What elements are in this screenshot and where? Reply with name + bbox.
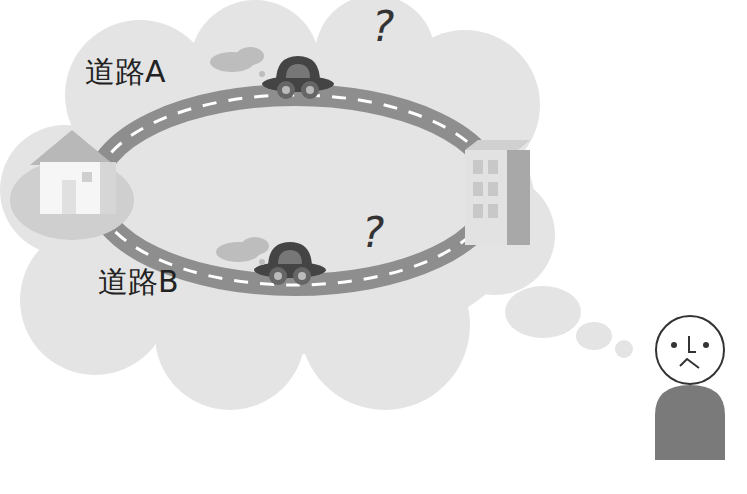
thought-bubble [576,322,612,350]
road [95,95,495,285]
question-mark: ? [372,6,394,48]
road-label: 道路B [98,267,179,297]
road-dashes [95,95,495,285]
building [465,140,530,245]
thought-bubble [505,286,581,338]
small-thought-cloud [210,47,265,77]
question-mark: ? [362,212,384,254]
house [10,130,134,240]
person [655,316,725,460]
road-label: 道路A [85,57,166,87]
small-thought-cloud [216,237,269,265]
thought-bubble [615,340,633,358]
car [262,56,334,99]
thought-cloud [0,0,555,410]
